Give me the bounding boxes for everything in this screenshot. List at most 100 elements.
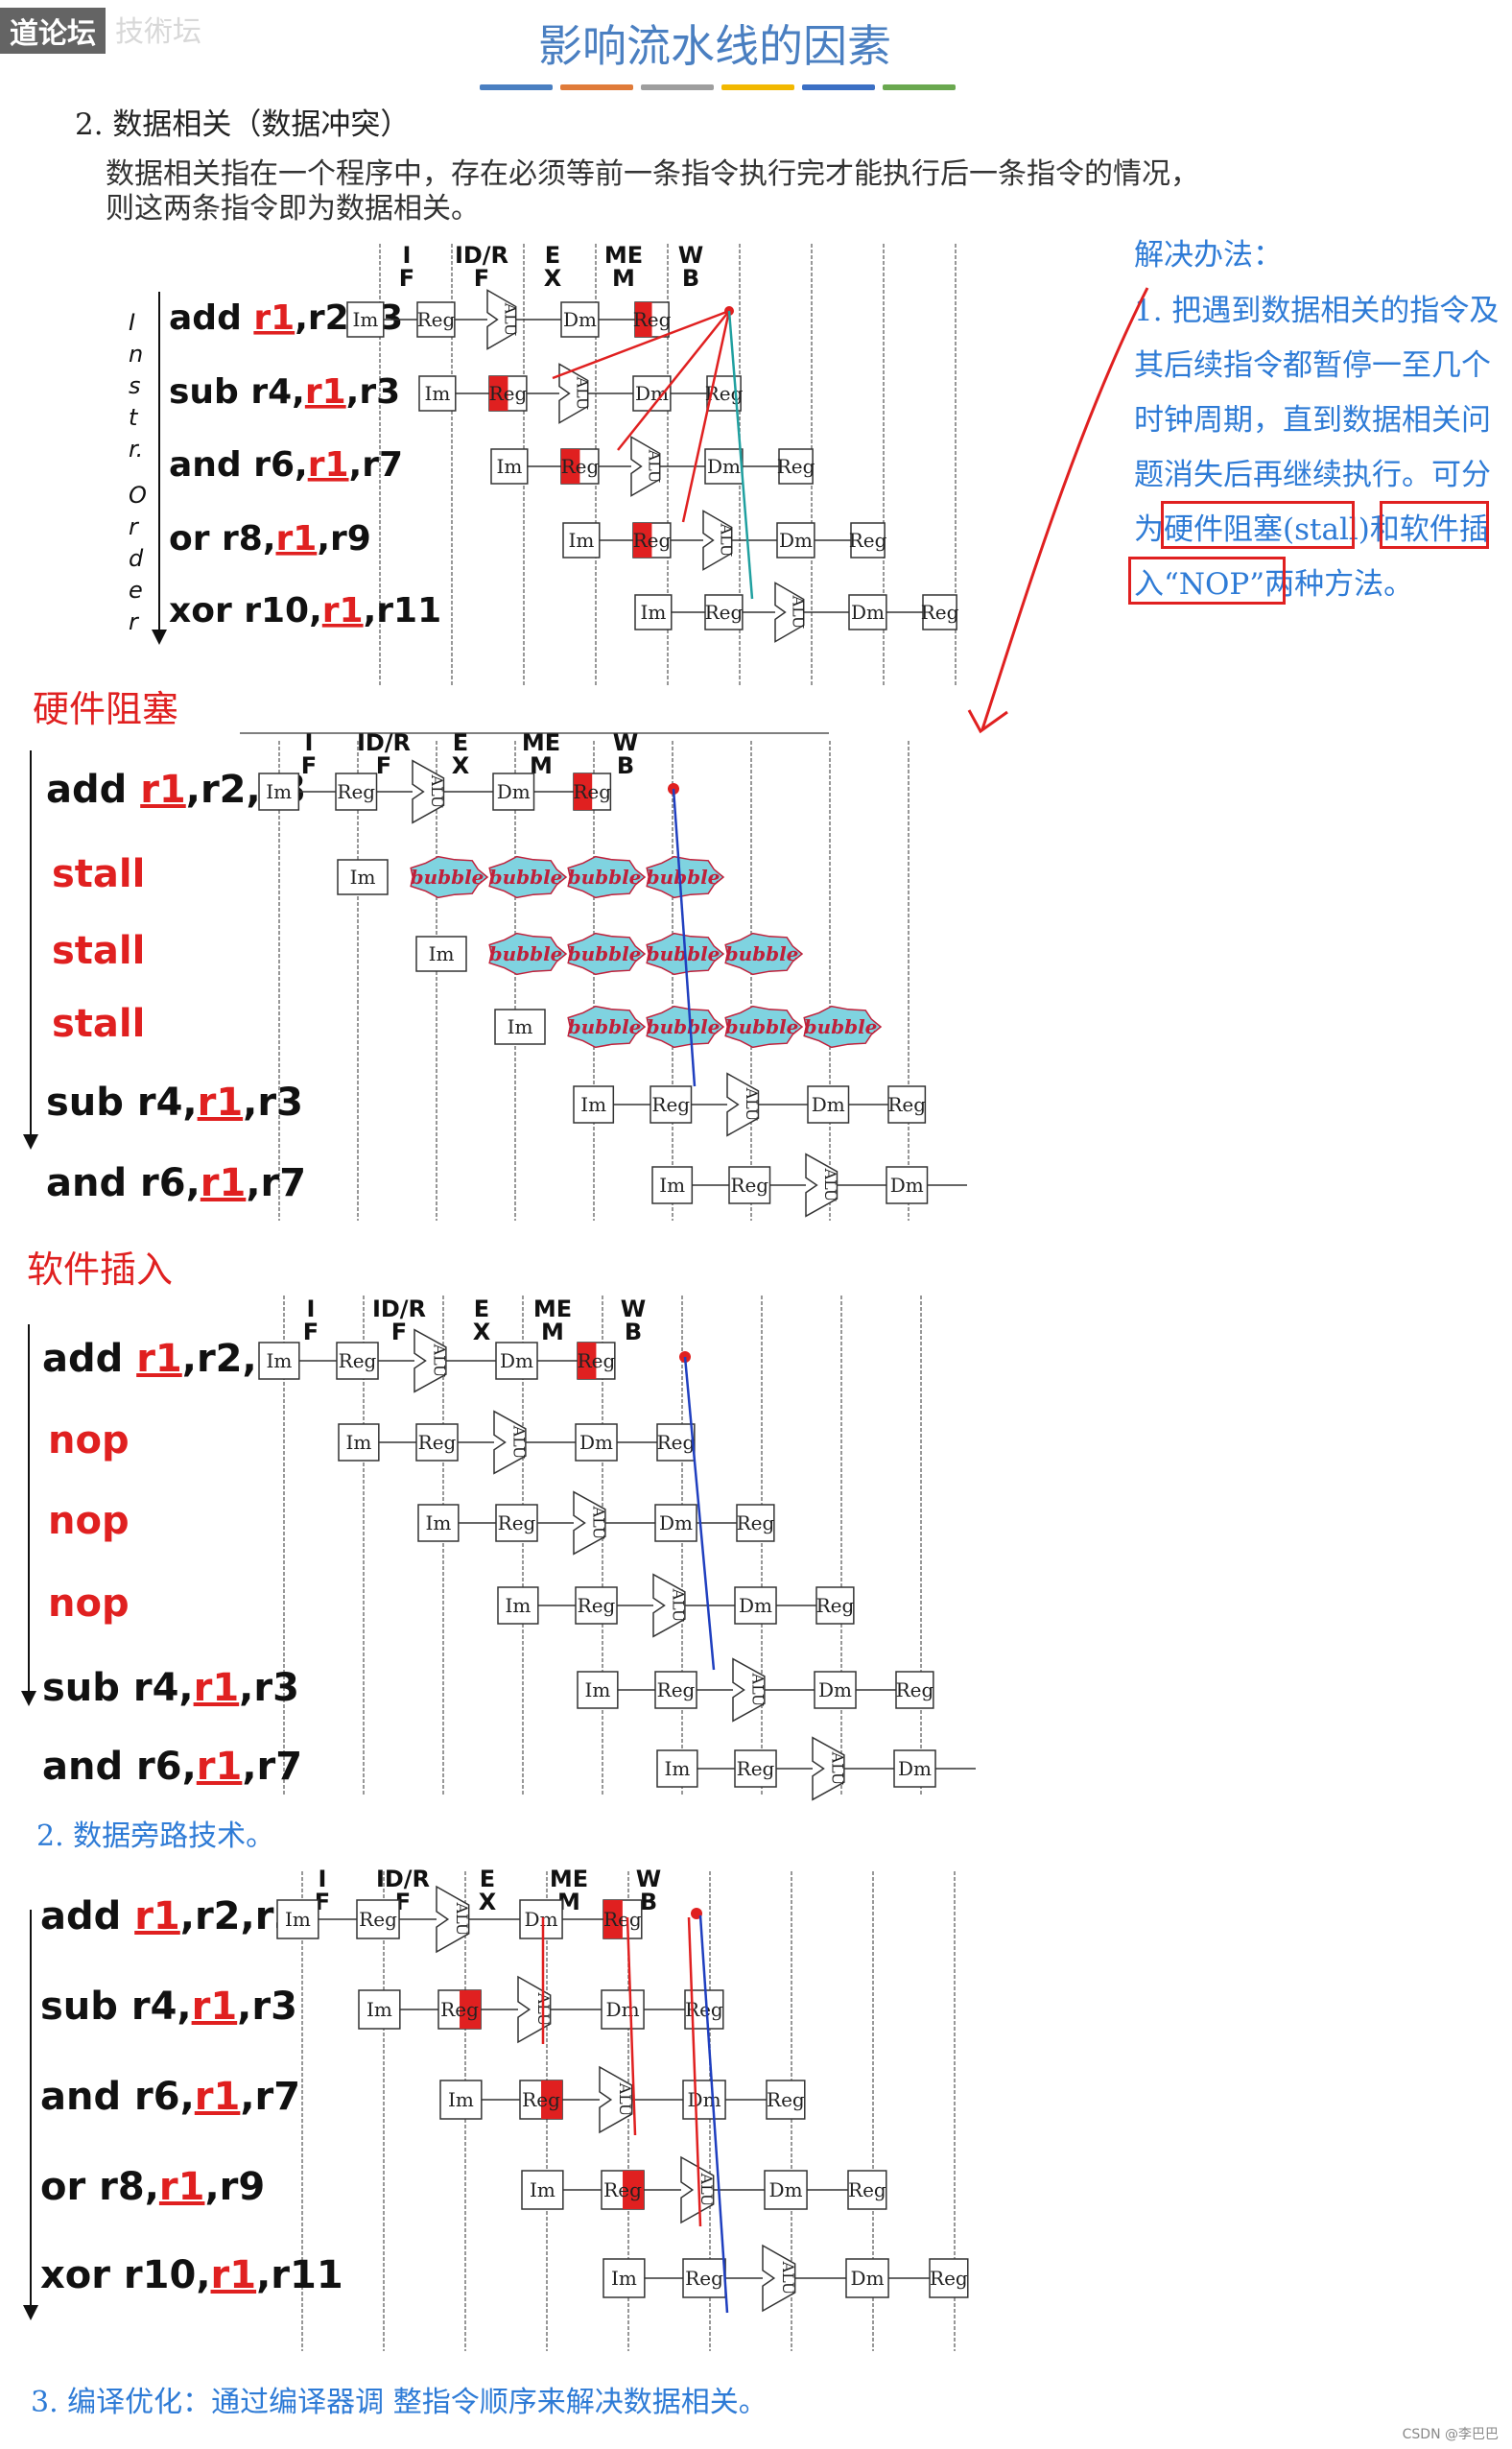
- alu-label: ALU: [509, 1425, 528, 1460]
- stage-header: E: [453, 729, 468, 756]
- order-axis-arrowhead: [23, 2305, 38, 2320]
- instruction-operands: ,r3: [243, 1081, 303, 1125]
- unit-label: Im: [580, 1093, 606, 1116]
- instruction-keyword: stall: [52, 1002, 145, 1046]
- unit-red-fill: [633, 523, 652, 558]
- unit-label: Reg: [561, 455, 600, 478]
- unit-label: Dm: [769, 2178, 803, 2201]
- instruction-text: sub r4,r1,r3: [169, 372, 400, 412]
- unit-box: [736, 1504, 775, 1542]
- alu-label: ALU: [748, 1673, 767, 1707]
- compiler-heading: 3. 编译优化：通过编译器调 整指令顺序来解决数据相关。: [31, 2386, 768, 2419]
- stage-header: X: [452, 752, 470, 779]
- bubble-shape: [567, 1005, 647, 1049]
- unit-box: [766, 2080, 806, 2120]
- footer-credit: CSDN @李巴巴: [1402, 2427, 1499, 2442]
- stage-header: E: [480, 1866, 495, 1892]
- highlight-software-insert: 软件插: [1399, 512, 1489, 547]
- bubble-label: bubble: [647, 942, 721, 965]
- intro-line-2: 则这两条指令即为数据相关。: [106, 192, 480, 226]
- forwarding-line: [626, 1916, 637, 2136]
- instruction-text: sub r4,r1,r3: [46, 1081, 303, 1125]
- unit-box: [575, 1423, 618, 1462]
- unit-red-fill: [489, 376, 508, 411]
- alu-label: ALU: [779, 2261, 797, 2295]
- instruction-op: xor r10,: [40, 2253, 211, 2297]
- unit-label: Im: [448, 2088, 474, 2111]
- unit-label: Reg: [848, 2178, 886, 2201]
- unit-box: [521, 2170, 564, 2210]
- instruction-register: r1: [140, 768, 186, 812]
- unit-label: Im: [611, 2267, 637, 2290]
- bubble-shape: [488, 855, 568, 899]
- stage-header: E: [474, 1296, 489, 1322]
- bubble-shape: [410, 855, 489, 899]
- watermark-faded: 技術坛: [115, 15, 201, 49]
- instruction-keyword: nop: [48, 1499, 130, 1543]
- alu-shape: [762, 2244, 796, 2313]
- unit-label: Dm: [812, 1093, 845, 1116]
- unit-box: [887, 1085, 927, 1124]
- solution-line-5: 为硬件阻塞(stall)和软件插: [1134, 505, 1489, 548]
- instruction-operands: ,r11: [364, 591, 442, 630]
- unit-red-fill: [574, 773, 593, 810]
- unit-label: Im: [530, 2178, 555, 2201]
- instruction-register: r1: [192, 1985, 238, 2029]
- instruction-register: r1: [159, 2165, 205, 2209]
- instruction-operands: ,r3: [237, 1985, 297, 2029]
- unit-box: [704, 594, 744, 630]
- stage-header: ID/R: [357, 729, 411, 756]
- stage-header: ME: [550, 1866, 588, 1892]
- unit-label: Dm: [500, 1349, 533, 1372]
- unit-box: [929, 2258, 969, 2298]
- alu-label: ALU: [669, 1588, 687, 1623]
- red-box-software: [1380, 501, 1489, 549]
- alu-shape: [413, 1328, 447, 1393]
- instruction-op: add: [46, 768, 140, 812]
- unit-box: [656, 1423, 696, 1462]
- unit-red-fill: [460, 1990, 482, 2029]
- unit-label: Reg: [816, 1594, 855, 1617]
- unit-label: Reg: [489, 382, 528, 405]
- alu-label: ALU: [589, 1506, 607, 1540]
- unit-box: [704, 448, 744, 485]
- bubble-shape: [567, 855, 647, 899]
- stage-header: W: [621, 1296, 646, 1322]
- instruction-text: and r6,r1,r7: [46, 1161, 306, 1205]
- title-color-bar: [802, 84, 875, 90]
- solution-line-4: 题消失后再继续执行。可分: [1134, 458, 1491, 492]
- alu-shape: [558, 363, 589, 424]
- unit-label: Im: [285, 1908, 311, 1931]
- unit-label: Reg: [578, 1349, 616, 1372]
- unit-box: [417, 1504, 460, 1542]
- alu-label: ALU: [821, 1168, 839, 1202]
- stage-header: ID/R: [372, 1296, 426, 1322]
- alu-label: ALU: [616, 2082, 634, 2117]
- order-label-char: e: [129, 577, 143, 604]
- instruction-text: sub r4,r1,r3: [40, 1985, 297, 2029]
- highlight-nop: 入“NOP”: [1134, 567, 1265, 602]
- unit-box: [356, 1899, 400, 1939]
- alu-shape: [702, 510, 733, 571]
- bubble-shape: [803, 1005, 883, 1049]
- alu-shape: [630, 436, 661, 497]
- bubble-label: bubble: [647, 866, 721, 889]
- unit-box: [654, 1671, 697, 1709]
- unit-label: Reg: [418, 1431, 457, 1454]
- title-color-bar: [641, 84, 714, 90]
- unit-label: Im: [425, 1511, 451, 1534]
- unit-box: [778, 448, 814, 485]
- instruction-register: r1: [134, 1894, 180, 1938]
- instruction-operands: ,r7: [349, 445, 403, 485]
- unit-label: Reg: [337, 780, 375, 803]
- unit-label: Im: [366, 1998, 392, 2021]
- unit-box: [850, 522, 886, 559]
- alu-shape: [732, 1657, 766, 1723]
- stage-header: M: [530, 752, 553, 779]
- red-box-stall: [1161, 501, 1355, 549]
- unit-box: [573, 1085, 615, 1124]
- stage-header: W: [613, 729, 638, 756]
- unit-box: [845, 2258, 889, 2298]
- alu-label: ALU: [645, 449, 663, 484]
